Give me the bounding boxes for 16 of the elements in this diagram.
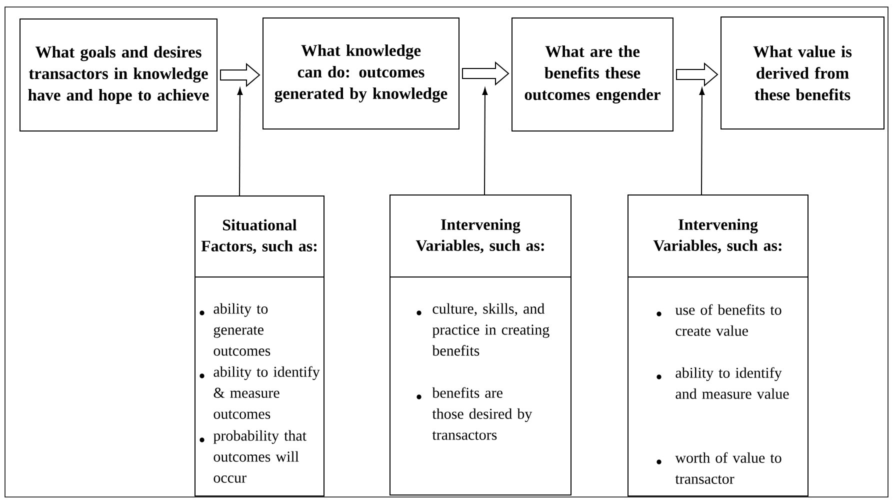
bullet-item: benefits are those desired by transactors — [416, 387, 532, 440]
arrow — [237, 88, 243, 196]
arrow — [482, 88, 488, 195]
block-arrow — [220, 62, 260, 88]
bullet-item: ability to identify and measure value — [656, 367, 789, 399]
question-box: What knowledge can do: outcomes generated by knowledge — [262, 18, 460, 130]
block-arrow — [462, 61, 510, 86]
bullet-item: worth of value to transactor — [656, 452, 782, 484]
block-arrow — [676, 62, 718, 87]
bullet-item: use of benefits to create value — [656, 304, 782, 336]
question-box: What are the benefits these outcomes engender — [512, 18, 674, 132]
question-box: What goals and desires transactors in knowledge have and hope to achieve — [20, 18, 218, 132]
arrow — [699, 88, 705, 195]
bullet-item: probability that outcomes will occur — [200, 430, 306, 483]
question-box: What value is derived from these benefits — [720, 16, 884, 130]
bullet-item: culture, skills, and practice in creating benefits — [416, 303, 550, 356]
